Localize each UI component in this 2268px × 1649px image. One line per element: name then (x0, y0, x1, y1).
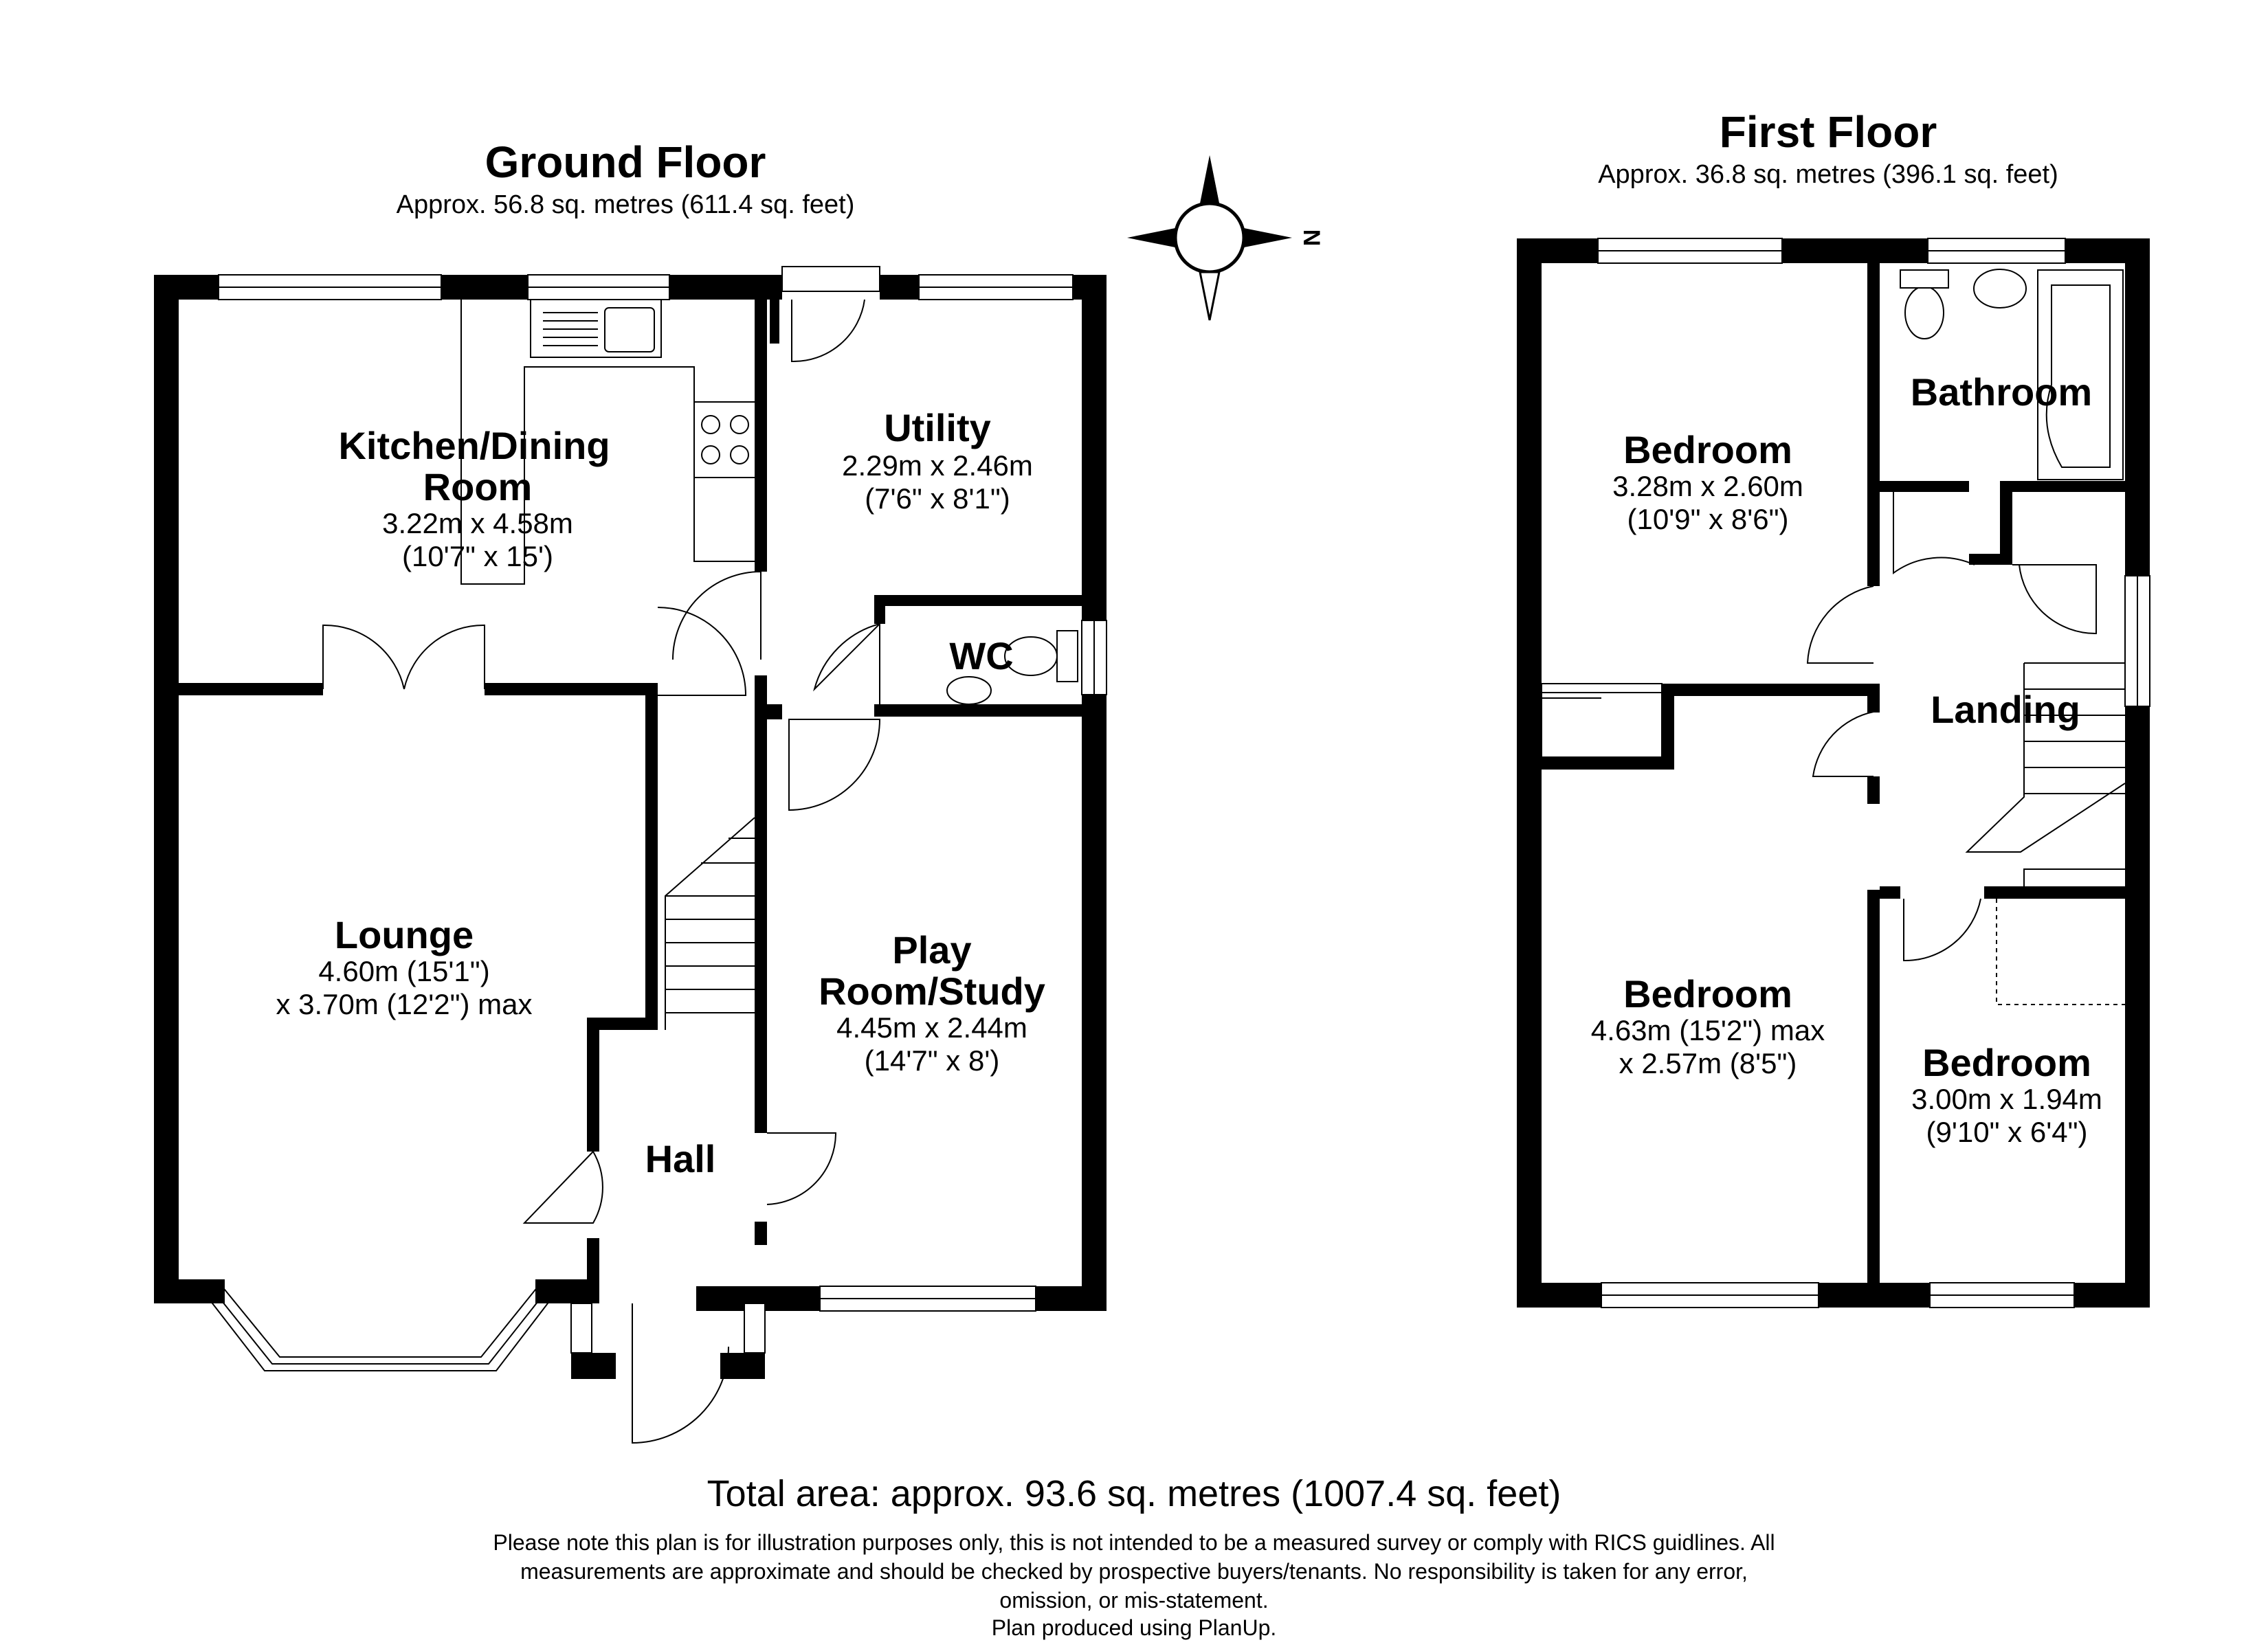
total-area: Total area: approx. 93.6 sq. metres (100… (707, 1473, 1561, 1514)
compass-north-label: N (1298, 229, 1324, 247)
porch (570, 1303, 766, 1379)
first-floor-windows (1597, 238, 2150, 1308)
compass: N (1127, 155, 1324, 321)
ground-floor-walls (154, 275, 1107, 1311)
first-floor-doors (1806, 492, 2097, 962)
bathroom-name: Bathroom (1911, 370, 2092, 414)
wc-name: WC (949, 634, 1013, 677)
disclaimer-line-3: omission, or mis-statement. (999, 1588, 1268, 1613)
kitchen-units (460, 299, 755, 585)
bedroom-3-dimensions-imperial: (9'10" x 6'4") (1926, 1116, 2088, 1148)
bay-window (209, 1288, 551, 1371)
footer: Total area: approx. 93.6 sq. metres (100… (493, 1473, 1775, 1640)
lounge-dimensions-line-1: 4.60m (15'1") (318, 955, 489, 987)
sink-drainer (543, 312, 598, 346)
kitchen-name-line-1: Kitchen/Dining (338, 424, 610, 467)
play-room-name-line-2: Room/Study (819, 969, 1045, 1013)
play-room-dimensions-metric: 4.45m x 2.44m (836, 1011, 1027, 1044)
bedroom-2-dimensions-line-1: 4.63m (15'2") max (1591, 1014, 1825, 1046)
disclaimer-line-2: measurements are approximate and should … (520, 1559, 1748, 1584)
play-room-dimensions-imperial: (14'7" x 8') (865, 1044, 1000, 1077)
utility-dimensions-imperial: (7'6" x 8'1") (865, 482, 1010, 515)
utility-name: Utility (884, 406, 991, 449)
first-floor-stairs (1965, 662, 2126, 1005)
kitchen-name-line-2: Room (423, 465, 533, 508)
kitchen-dimensions-metric: 3.22m x 4.58m (382, 507, 573, 539)
kitchen-dimensions-imperial: (10'7" x 15') (402, 540, 553, 572)
ground-floor-title: Ground Floor (485, 137, 766, 187)
bedroom-3-name: Bedroom (1922, 1041, 2091, 1084)
lounge-name: Lounge (335, 913, 474, 956)
first-floor-title: First Floor (1720, 107, 1937, 157)
utility-dimensions-metric: 2.29m x 2.46m (842, 449, 1033, 482)
first-floor-labels: First Floor Approx. 36.8 sq. metres (396… (1591, 107, 2102, 1148)
bedroom-3-dimensions-metric: 3.00m x 1.94m (1911, 1083, 2102, 1115)
ground-floor-stairs (665, 817, 755, 1030)
bedroom-1-dimensions-metric: 3.28m x 2.60m (1612, 470, 1803, 502)
play-room-name-line-1: Play (892, 928, 971, 972)
wardrobe (1541, 683, 1663, 758)
ground-floor-labels: Ground Floor Approx. 56.8 sq. metres (61… (276, 137, 1045, 1180)
disclaimer-line-1: Please note this plan is for illustratio… (493, 1530, 1775, 1555)
wc-fittings (946, 630, 1078, 705)
bathroom-fittings (1900, 269, 2124, 480)
ground-floor-windows (218, 266, 1107, 1312)
ground-floor-plan (154, 266, 1107, 1444)
bedroom-1-name: Bedroom (1623, 428, 1792, 471)
bedroom-2-name: Bedroom (1623, 972, 1792, 1016)
bedroom-2-dimensions-line-2: x 2.57m (8'5") (1619, 1047, 1797, 1079)
first-floor-area: Approx. 36.8 sq. metres (396.1 sq. feet) (1598, 160, 2058, 189)
first-floor-plan (1517, 238, 2150, 1308)
landing-name: Landing (1931, 688, 2080, 731)
bedroom-1-dimensions-imperial: (10'9" x 8'6") (1627, 503, 1789, 535)
ground-floor-area: Approx. 56.8 sq. metres (611.4 sq. feet) (397, 190, 855, 219)
hob (701, 415, 749, 464)
ground-floor-doors (322, 299, 881, 1444)
first-floor-walls (1517, 238, 2150, 1308)
hall-name: Hall (645, 1137, 716, 1180)
disclaimer-line-4: Plan produced using PlanUp. (992, 1615, 1277, 1640)
lounge-dimensions-line-2: x 3.70m (12'2") max (276, 988, 532, 1020)
